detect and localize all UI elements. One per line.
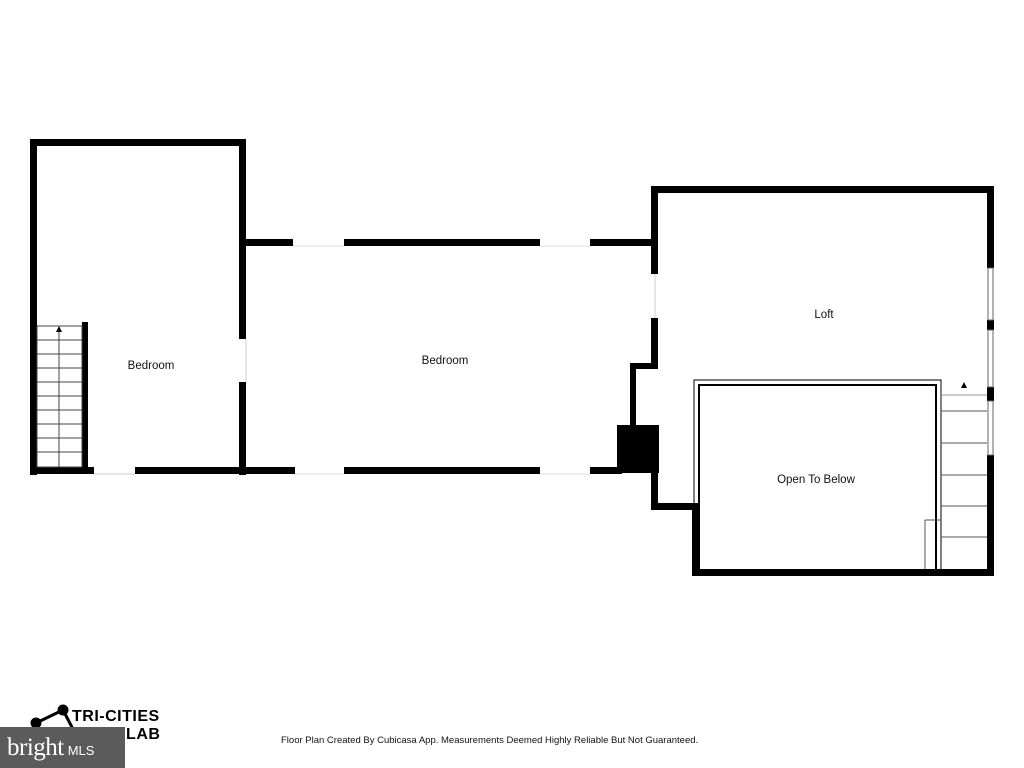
bright-brand-text: bright xyxy=(7,734,64,761)
room-label-loft: Loft xyxy=(814,309,834,321)
stairs-right-arrow xyxy=(961,382,967,388)
room-label-open-to-below: Open To Below xyxy=(777,474,855,486)
walls-center-bedroom xyxy=(239,239,654,474)
openings-left xyxy=(94,339,247,475)
room-label-bedroom-center: Bedroom xyxy=(422,355,469,367)
room-label-bedroom-left: Bedroom xyxy=(128,360,175,372)
bright-mls-watermark: bright MLS xyxy=(0,727,125,768)
mls-text: MLS xyxy=(67,743,95,758)
stairs-left xyxy=(36,325,83,468)
windows-loft-right xyxy=(987,267,994,456)
floor-plan-disclaimer: Floor Plan Created By Cubicasa App. Meas… xyxy=(281,735,699,746)
stairs-right xyxy=(924,394,987,569)
openings-center xyxy=(293,245,590,475)
logo-line1: TRI-CITIES xyxy=(72,708,160,725)
walls-loft xyxy=(630,186,994,576)
stairs-left-arrow xyxy=(56,326,62,332)
walls-left-bedroom xyxy=(30,139,295,475)
